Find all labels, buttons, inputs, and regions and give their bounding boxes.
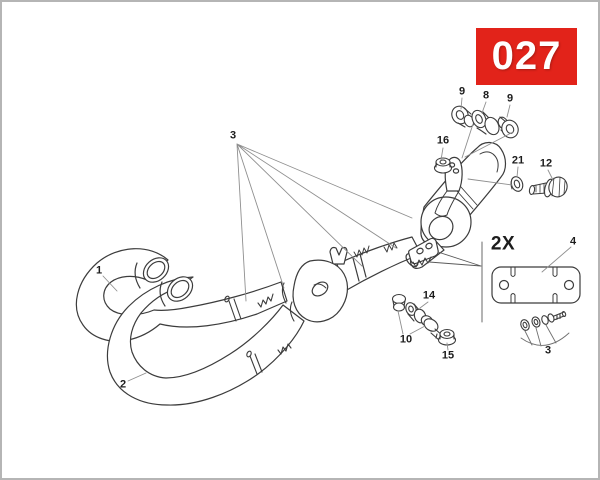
part-label-21: 21 [511,154,525,167]
quantity-label: 2X [490,233,516,255]
part-label-8: 8 [482,89,490,102]
bolt-10 [420,315,444,342]
part-label-1: 1 [95,264,103,277]
pipe-clamps [224,282,295,375]
grommet-10 [391,293,407,312]
part-label-3: 3 [229,129,237,142]
spacer-14 [405,302,427,324]
collector-junction [292,246,349,323]
part-label-15: 15 [441,349,455,362]
page-number-badge: 027 [476,28,577,85]
flange-bolt-12 [528,176,568,198]
silencer [405,141,507,270]
part-label-3: 3 [544,344,552,357]
washer-21 [510,176,524,192]
flange-nut-15 [437,328,457,346]
bracket-plate-4 [491,266,581,304]
part-label-14: 14 [422,289,436,302]
part-label-10: 10 [399,333,413,346]
part-label-9: 9 [506,92,514,105]
part-label-9: 9 [458,85,466,98]
page-number: 027 [491,34,562,78]
part-label-4: 4 [569,235,577,248]
part-label-16: 16 [436,134,450,147]
flange-nut-16 [433,157,453,174]
leader-lines [102,97,572,382]
header-pipe-2 [106,276,305,406]
part-label-12: 12 [539,157,553,170]
part-label-2: 2 [119,378,127,391]
hardware-kit-3 [520,311,567,331]
mount-bushings [451,105,519,139]
